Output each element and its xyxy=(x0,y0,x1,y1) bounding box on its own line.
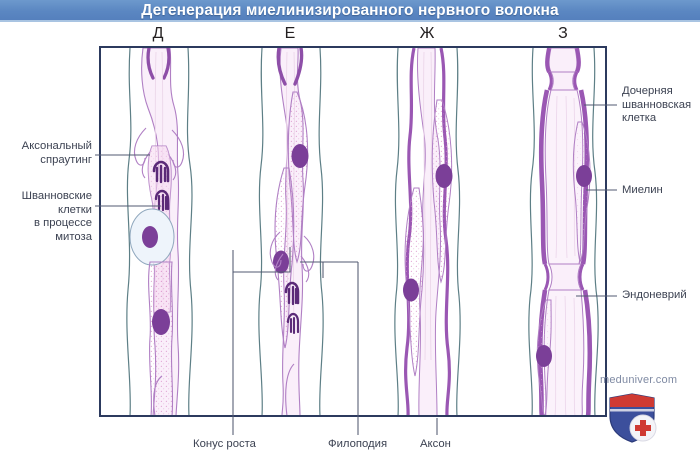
leader-lines xyxy=(95,104,617,435)
medical-shield-logo xyxy=(609,393,657,443)
mitotic-schwann-cell-2 xyxy=(154,189,170,212)
callout-myelin: Миелин xyxy=(622,184,663,196)
title-bar: Дегенерация миелинизированного нервного … xyxy=(0,0,700,22)
callout-axon: Аксон xyxy=(420,438,451,450)
callout-axonal-sprouting: Аксональный спраутинг xyxy=(21,140,92,166)
panel-letter-zh: Ж xyxy=(419,25,435,42)
panel-letter-d: Д xyxy=(152,25,164,42)
mitotic-schwann-cell-1 xyxy=(152,160,170,184)
panel-z-graphic xyxy=(528,48,599,415)
page-title: Дегенерация миелинизированного нервного … xyxy=(141,2,559,19)
callout-schwann-mitosis: Шванновские клетки в процессе митоза xyxy=(21,190,92,243)
callout-growth-cone: Конус роста xyxy=(193,438,256,450)
leader-growth-cone-bracket xyxy=(232,247,291,273)
panel-d-graphic xyxy=(126,48,193,415)
panel-zh-graphic xyxy=(394,48,461,415)
mitotic-figure-e2 xyxy=(286,312,300,335)
panel-letter-e: Е xyxy=(284,25,296,42)
mitotic-figure-e1 xyxy=(284,281,300,306)
diagram-frame xyxy=(99,46,607,417)
panels-group xyxy=(126,48,599,415)
callout-daughter-schwann-cell: Дочерняя шванновская клетка xyxy=(622,85,692,125)
callout-filopodia: Филоподия xyxy=(328,438,388,450)
panel-e-graphic xyxy=(258,48,324,415)
watermark-text: meduniver.com xyxy=(600,374,678,386)
callout-endoneurium: Эндоневрий xyxy=(622,289,687,301)
panel-letter-z: З xyxy=(558,25,568,42)
